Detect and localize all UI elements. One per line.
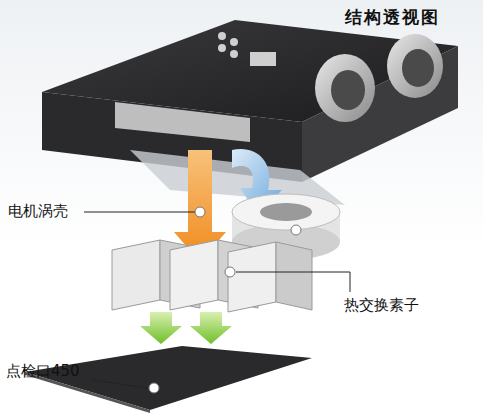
part-label: 热交换素子: [344, 296, 419, 315]
airflow-arrow: [190, 312, 232, 344]
duct-collars: [315, 34, 443, 122]
diagram-title: 结构透视图: [345, 6, 440, 29]
heat-exchange-element: [112, 240, 312, 312]
leader-lines: [84, 212, 350, 388]
part-label: 点检口450: [6, 362, 80, 381]
airflow-arrow: [140, 312, 182, 344]
part-label: 电机涡壳: [8, 202, 68, 221]
